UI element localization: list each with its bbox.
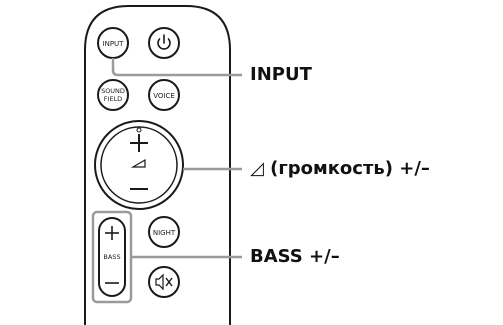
callout-bass: BASS +/– (250, 246, 340, 267)
bass-plus-icon (105, 226, 119, 240)
bass-label: BASS (103, 253, 120, 261)
voice-button[interactable]: VOICE (148, 79, 180, 111)
volume-plus-icon (130, 134, 148, 152)
mute-icon (155, 273, 173, 291)
night-button-label: NIGHT (153, 229, 176, 237)
input-button[interactable]: INPUT (97, 27, 129, 59)
callout-input: INPUT (250, 64, 312, 85)
sound-field-label-line2: FIELD (104, 95, 122, 103)
volume-tactile-dot (136, 127, 142, 133)
input-leader-line (111, 58, 242, 77)
voice-button-label: VOICE (153, 92, 175, 100)
sound-field-label-line1: SOUND (101, 87, 125, 95)
night-button[interactable]: NIGHT (148, 216, 180, 248)
remote-body (84, 5, 231, 325)
volume-wedge-icon (130, 158, 146, 168)
volume-control[interactable] (94, 120, 184, 210)
power-button[interactable] (148, 27, 180, 59)
callout-volume: ◿ (громкость) +/– (250, 158, 430, 179)
sound-field-button[interactable]: SOUND FIELD (97, 79, 129, 111)
mute-button[interactable] (148, 266, 180, 298)
input-button-label: INPUT (103, 40, 125, 48)
power-icon (157, 34, 171, 50)
bass-rocker[interactable]: BASS (98, 217, 126, 297)
